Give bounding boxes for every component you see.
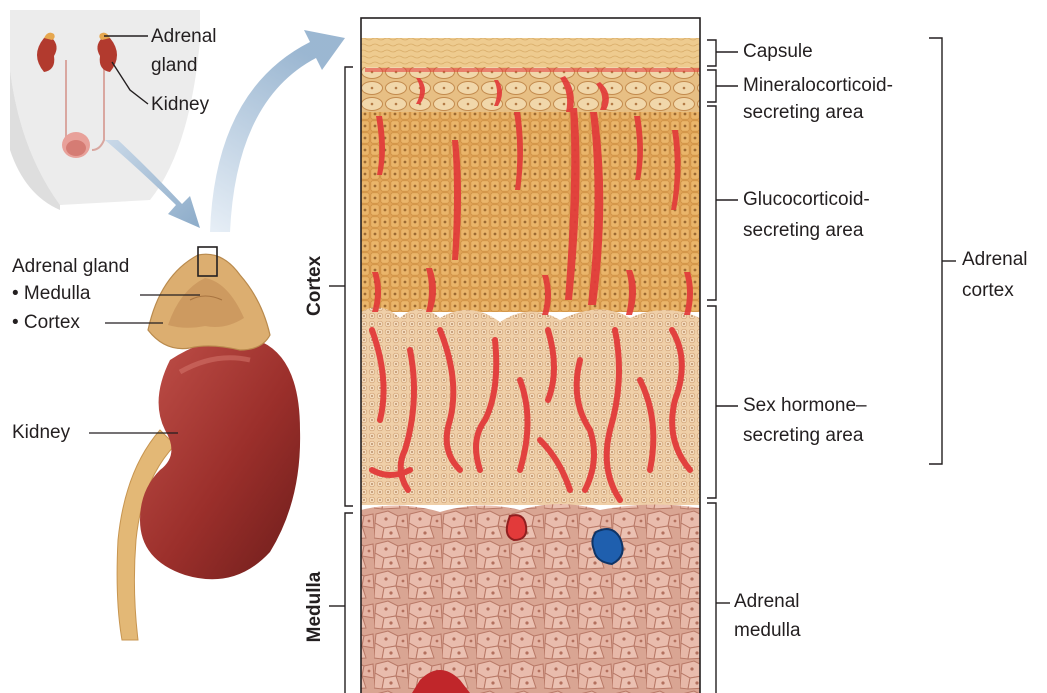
section-axis-brackets (329, 67, 353, 693)
bracket-label-adrenal-cortex-1: Adrenal (962, 248, 1028, 271)
zone-label-glucocorticoid-2: secreting area (743, 219, 863, 242)
zone-label-adrenal-medulla-2: medulla (734, 619, 801, 642)
overview-adrenal-label-line2: gland (151, 54, 198, 77)
zona-glomerulosa-layer (361, 67, 700, 112)
axis-label-cortex: Cortex (304, 256, 326, 316)
pointer-arrow-up (210, 30, 345, 232)
zone-label-glucocorticoid-1: Glucocorticoid- (743, 188, 870, 211)
capsule-layer (361, 38, 700, 67)
gland-callout-cortex: • Cortex (12, 311, 80, 334)
zone-label-sex-hormone-1: Sex hormone– (743, 394, 867, 417)
gland-callout-adrenal-gland: Adrenal gland (12, 255, 129, 278)
gland-callout-medulla: • Medulla (12, 282, 90, 305)
adrenal-section (361, 18, 700, 693)
bracket-label-adrenal-cortex-2: cortex (962, 279, 1014, 302)
zone-label-sex-hormone-2: secreting area (743, 424, 863, 447)
zone-label-mineralocorticoid-2: secreting area (743, 101, 863, 124)
gland-callout-kidney: Kidney (12, 421, 70, 444)
zone-label-mineralocorticoid-1: Mineralocorticoid- (743, 74, 893, 97)
zone-label-adrenal-medulla-1: Adrenal (734, 590, 800, 613)
axis-label-medulla: Medulla (304, 564, 326, 650)
zona-fasciculata-layer (361, 112, 700, 312)
zone-label-capsule: Capsule (743, 40, 813, 63)
overview-adrenal-label-line1: Adrenal (151, 25, 217, 48)
overview-kidney-label: Kidney (151, 93, 209, 116)
medulla-layer (361, 504, 700, 693)
kidney-illustration (117, 254, 300, 640)
